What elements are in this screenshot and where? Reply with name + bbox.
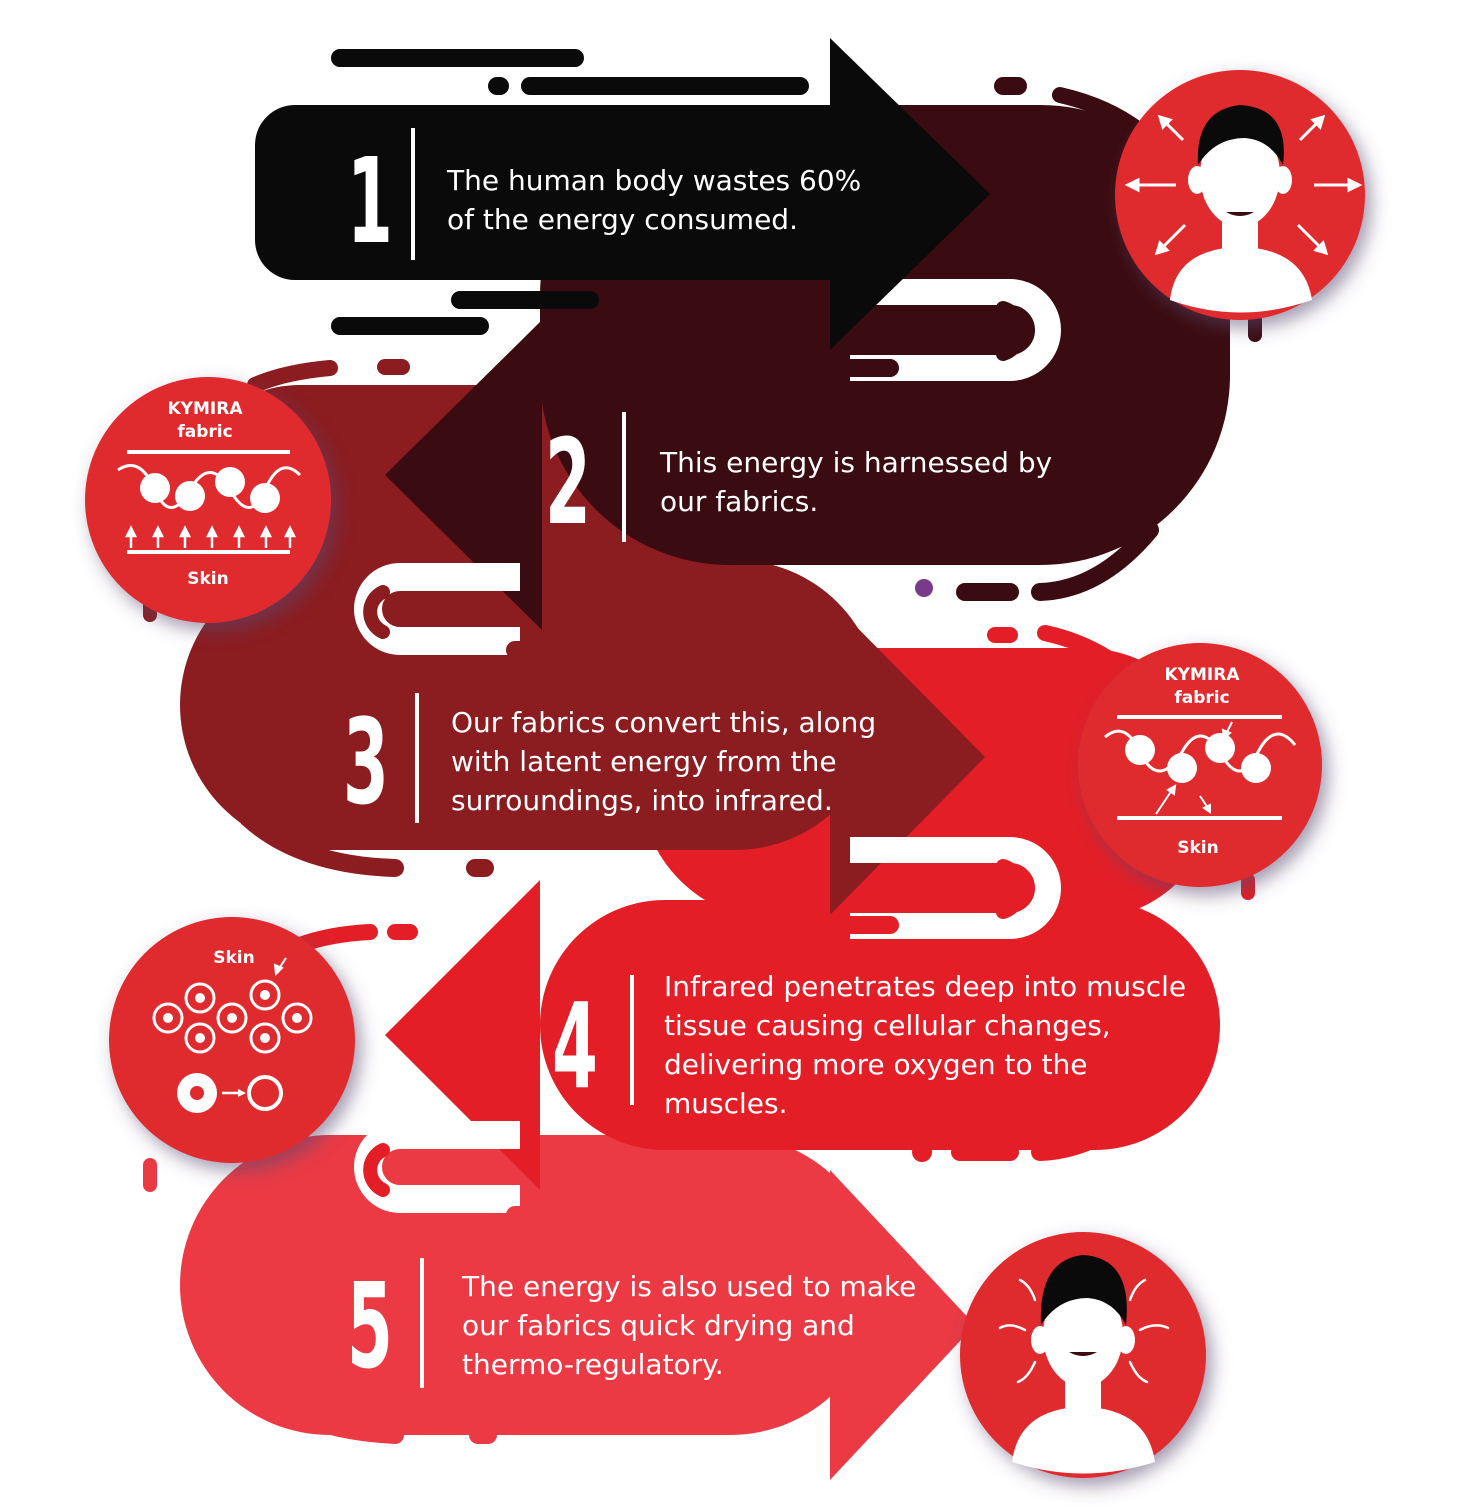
step-1-text-line-2: of the energy consumed. — [447, 203, 798, 236]
step-5-divider — [420, 1258, 424, 1388]
icon2-material: fabric — [177, 422, 232, 442]
icon3-material: fabric — [1174, 688, 1229, 708]
icon4-layer: Skin — [213, 948, 254, 968]
step-2-text-line-1: This energy is harnessed by — [659, 446, 1052, 479]
step-2-divider — [622, 412, 626, 542]
step-3-text-line-3: surroundings, into infrared. — [451, 784, 833, 817]
step-4: 4 Infrared penetrates deep into muscle t… — [552, 970, 1186, 1120]
step-4-text-line-3: delivering more oxygen to the — [664, 1048, 1088, 1081]
step-2-text-line-2: our fabrics. — [660, 485, 818, 518]
band-3 — [180, 560, 1061, 939]
decorative-lines — [143, 49, 1262, 1444]
step-4-divider — [630, 975, 634, 1105]
step-5-text-line-2: our fabrics quick drying and — [462, 1309, 855, 1342]
step-3-divider — [415, 693, 419, 823]
step-4-text-line-2: tissue causing cellular changes, — [664, 1009, 1111, 1042]
step-5-text-line-1: The energy is also used to make — [461, 1270, 916, 1303]
step-2: 2 This energy is harnessed by our fabric… — [545, 412, 1052, 552]
step-5: 5 The energy is also used to make our fa… — [347, 1258, 916, 1396]
step-2-number: 2 — [545, 415, 591, 552]
person-regulated-icon — [960, 1232, 1206, 1478]
step-3-number: 3 — [343, 695, 389, 832]
step-3: 3 Our fabrics convert this, along with l… — [343, 693, 876, 832]
step-3-text-line-1: Our fabrics convert this, along — [451, 706, 876, 739]
icon2-brand: KYMIRA — [168, 399, 244, 419]
cells-icon: Skin — [109, 917, 355, 1163]
kymira-fabric-infrared-icon: KYMIRA fabric Skin — [1078, 643, 1322, 887]
icon2-layer: Skin — [187, 569, 228, 589]
step-1-divider — [411, 128, 415, 260]
band-5 — [180, 1135, 975, 1480]
step-1-text-line-1: The human body wastes 60% — [446, 164, 861, 197]
step-5-text-line-3: thermo-regulatory. — [462, 1348, 724, 1381]
step-4-text-line-4: muscles. — [664, 1087, 788, 1120]
step-1: 1 The human body wastes 60% of the energ… — [347, 128, 861, 271]
icon3-layer: Skin — [1177, 838, 1218, 858]
band-4 — [354, 880, 1220, 1213]
step-4-number: 4 — [552, 979, 598, 1116]
kymira-fabric-harness-icon: KYMIRA fabric Skin — [85, 377, 331, 623]
step-5-number: 5 — [347, 1259, 393, 1396]
step-4-text-line-1: Infrared penetrates deep into muscle — [664, 970, 1186, 1003]
person-radiating-heat-icon — [1115, 70, 1365, 320]
step-3-text-line-2: with latent energy from the — [451, 745, 837, 778]
step-1-number: 1 — [347, 134, 393, 271]
icon3-brand: KYMIRA — [1165, 665, 1241, 685]
